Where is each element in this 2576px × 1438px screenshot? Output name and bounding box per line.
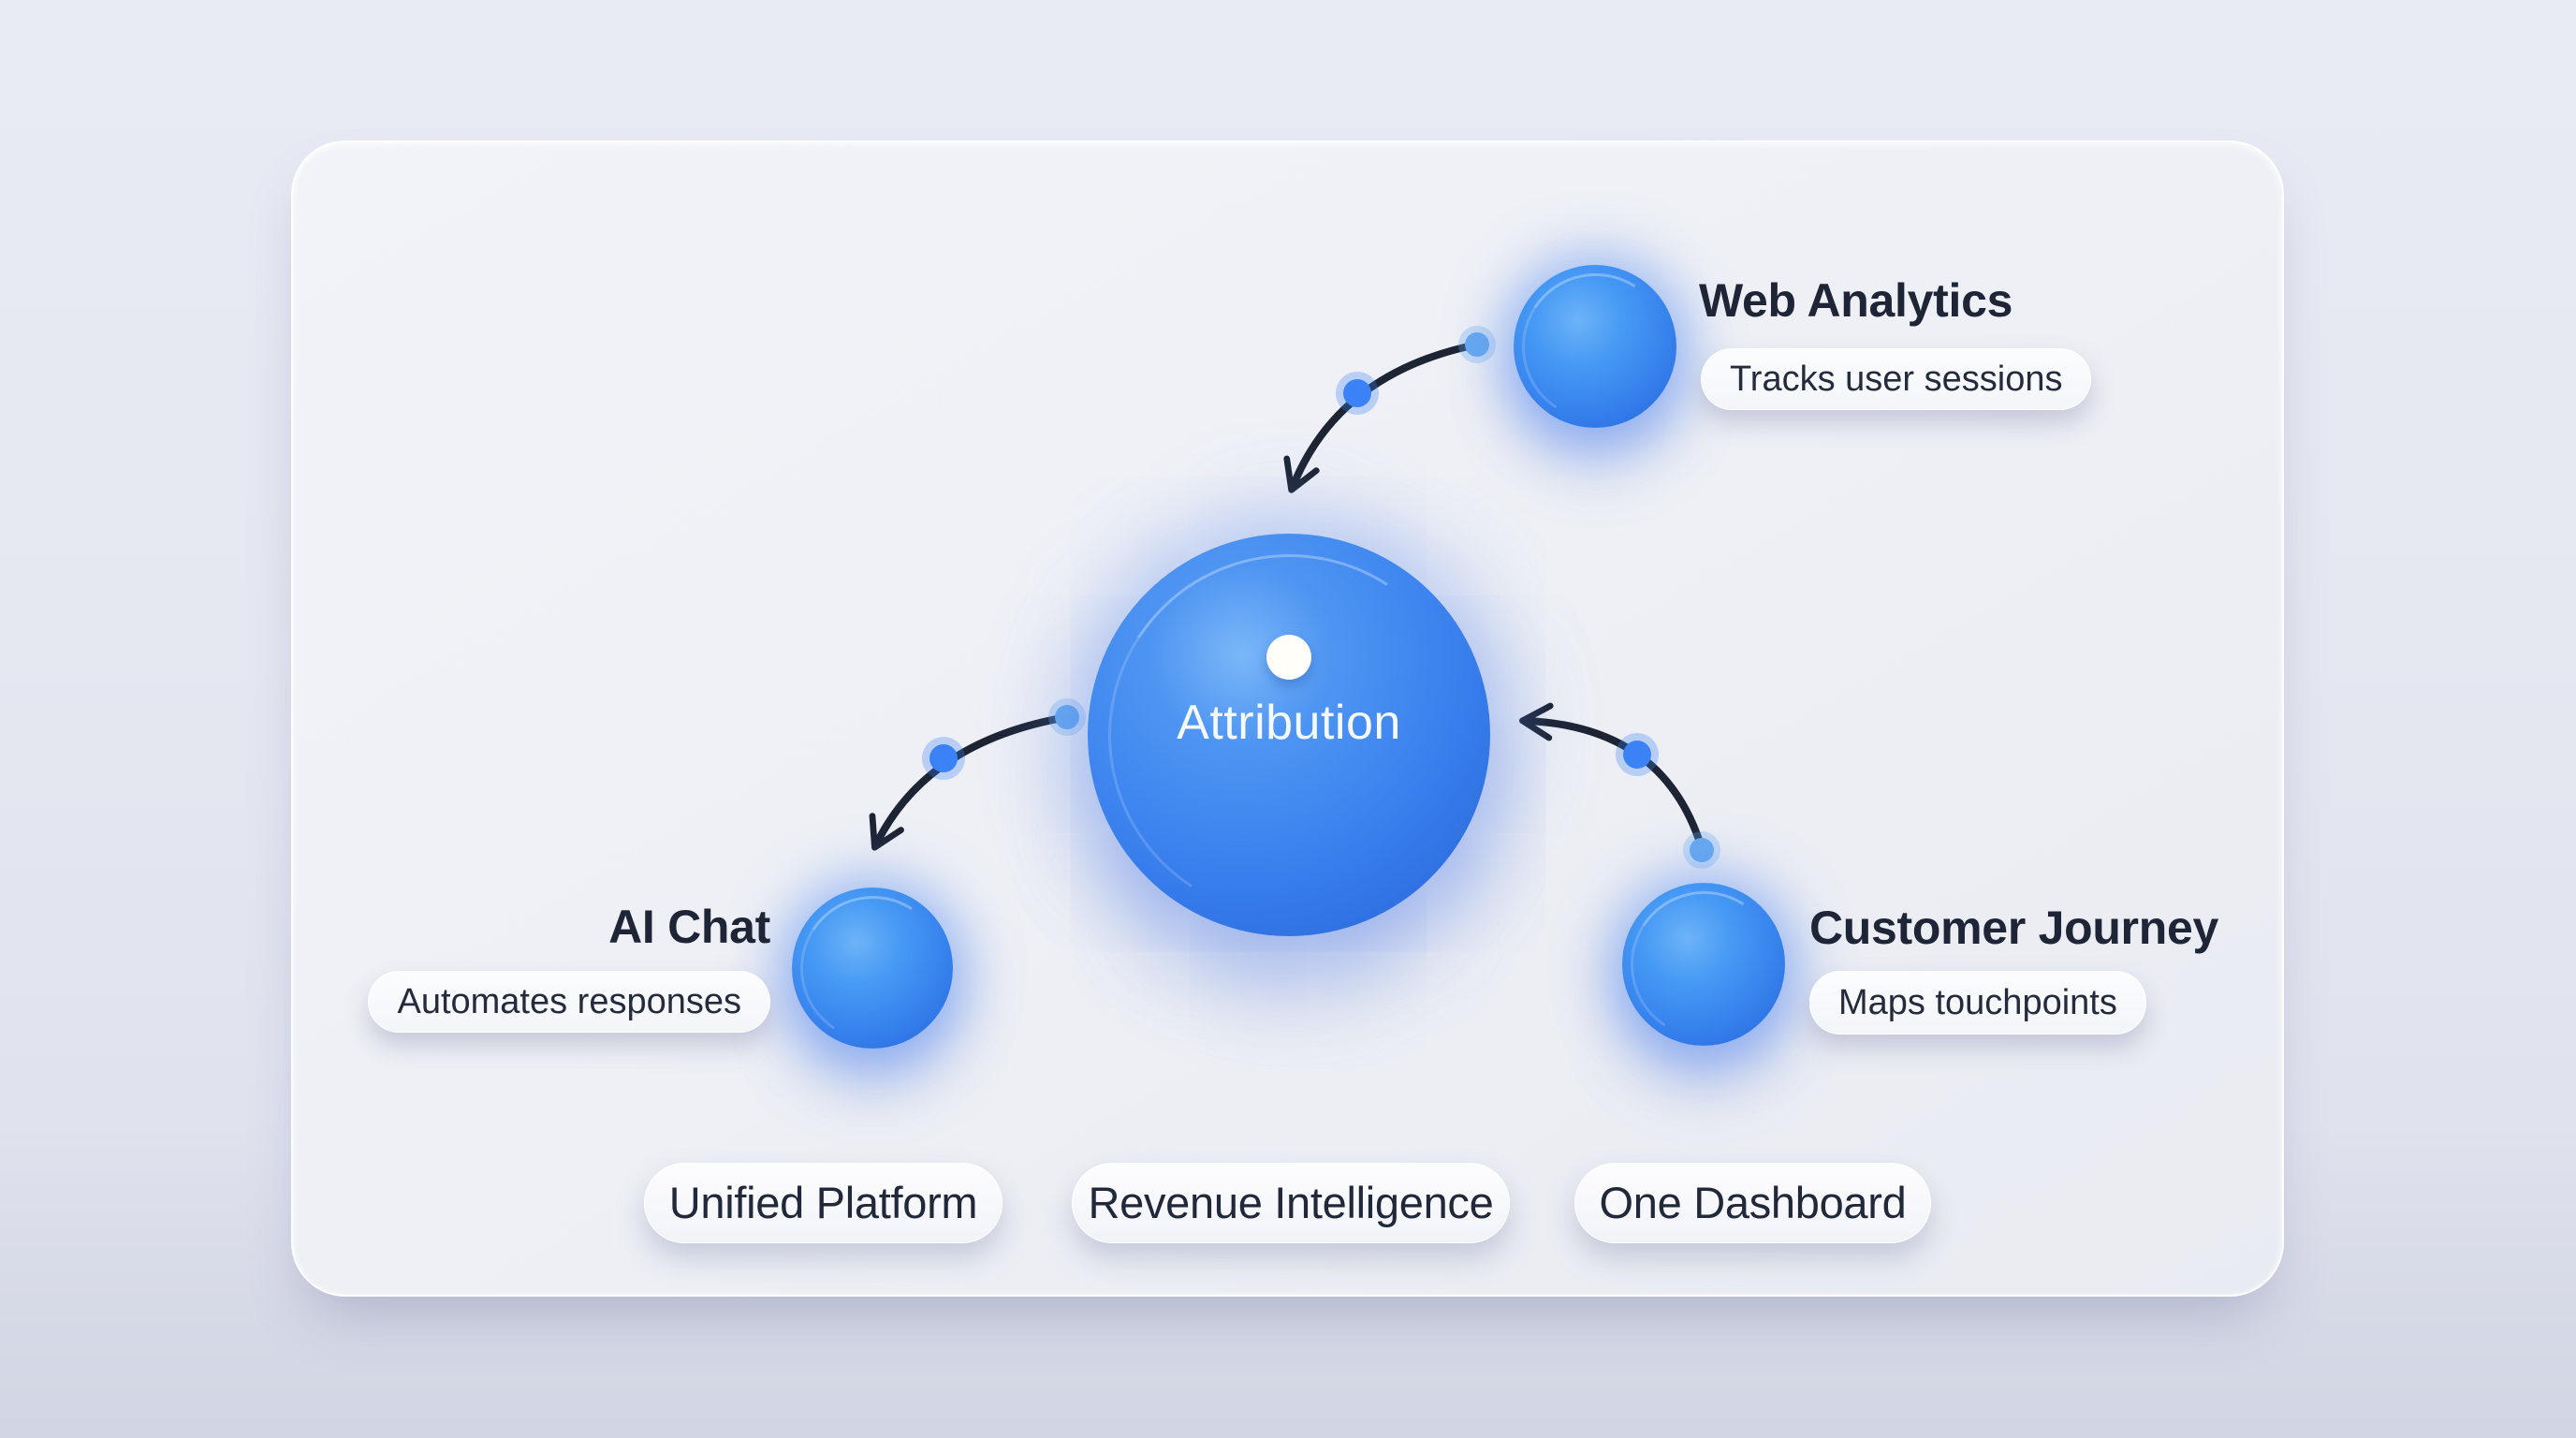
ai-chat-sphere bbox=[792, 888, 953, 1049]
customer-journey-pill: Maps touchpoints bbox=[1809, 971, 2146, 1034]
attribution-sphere bbox=[1088, 534, 1490, 936]
web-analytics-sphere bbox=[1514, 265, 1676, 428]
attribution-label: Attribution bbox=[1177, 696, 1401, 750]
chip-one-dashboard: One Dashboard bbox=[1574, 1163, 1931, 1243]
web-analytics-title: Web Analytics bbox=[1699, 274, 2013, 327]
ai-chat-pill: Automates responses bbox=[368, 971, 770, 1033]
sphere-highlight-dot-icon bbox=[1266, 635, 1311, 680]
customer-journey-title: Customer Journey bbox=[1809, 902, 2218, 954]
ai-chat-title: AI Chat bbox=[608, 901, 770, 953]
customer-journey-sphere bbox=[1622, 883, 1785, 1046]
chip-revenue-intelligence: Revenue Intelligence bbox=[1072, 1163, 1510, 1243]
web-analytics-pill: Tracks user sessions bbox=[1701, 348, 2092, 410]
chip-unified-platform: Unified Platform bbox=[644, 1163, 1003, 1243]
